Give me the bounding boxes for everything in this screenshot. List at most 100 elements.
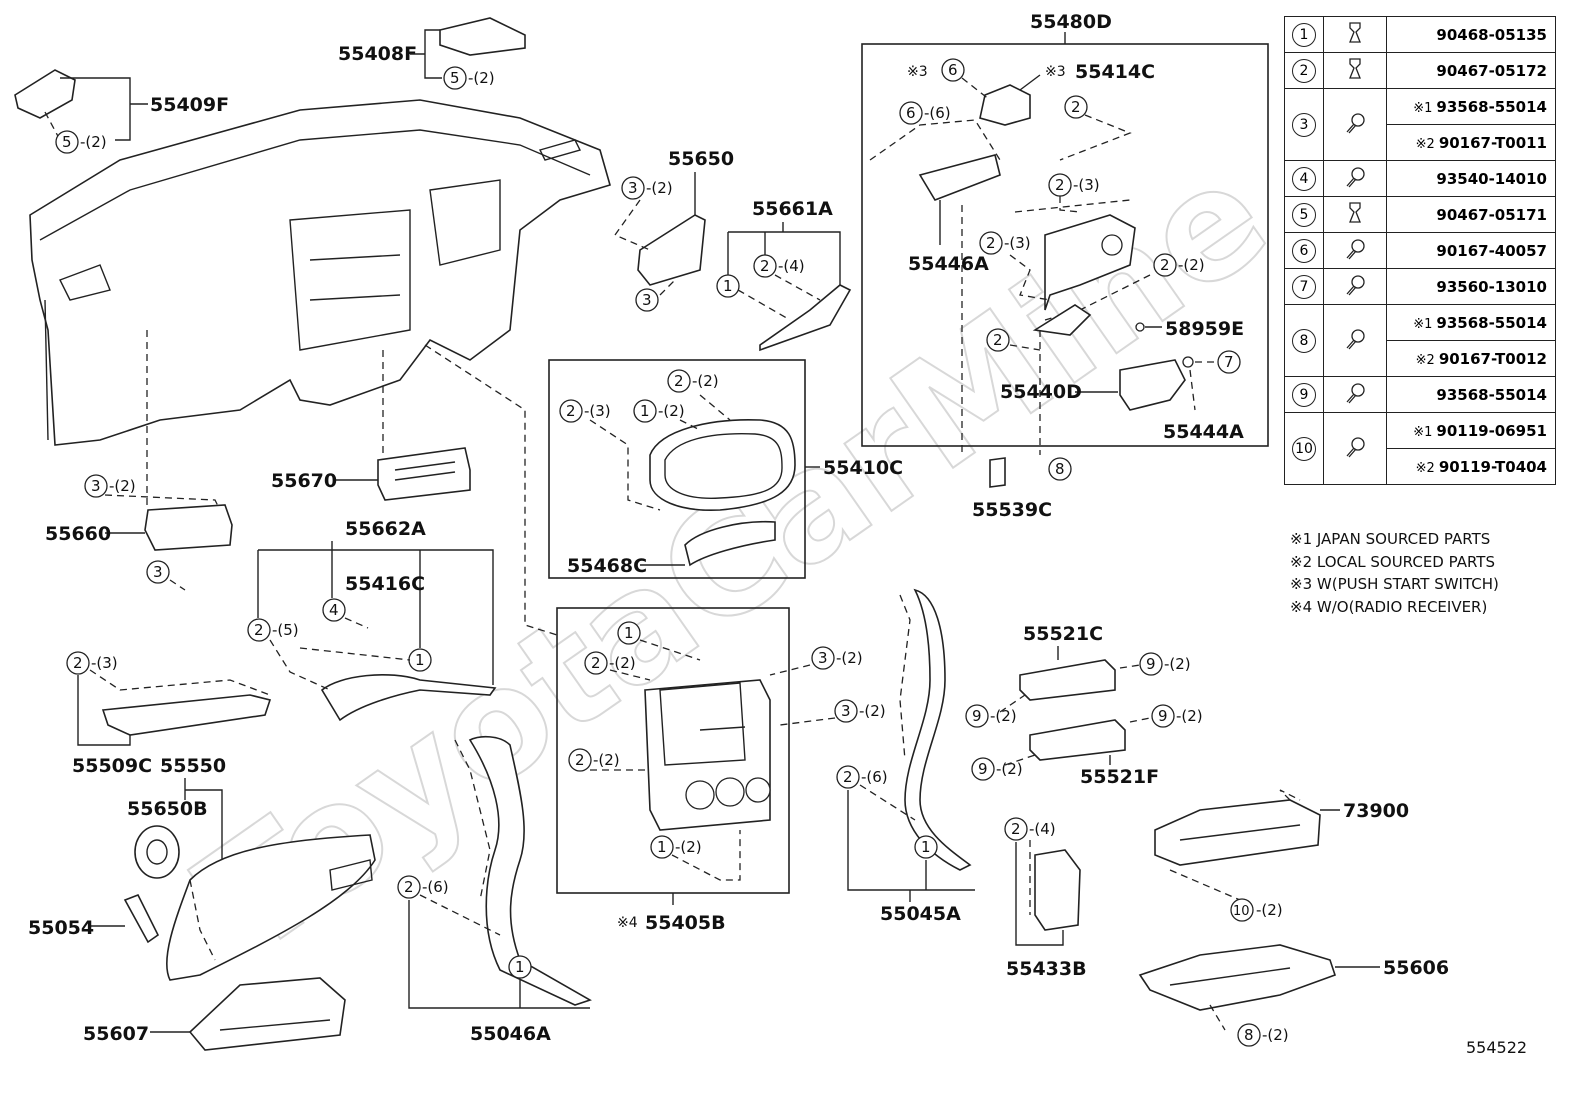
legend-part-number: 90167-40057 — [1386, 232, 1556, 269]
svg-text:2: 2 — [760, 257, 770, 275]
svg-text:-(2): -(2) — [836, 649, 863, 667]
part-number-text: 93568-55014 — [1436, 97, 1547, 116]
label-55480D: 55480D — [1030, 11, 1112, 33]
part-number-text: 93568-55014 — [1436, 313, 1547, 332]
screw-icon — [1346, 274, 1365, 295]
svg-text:2: 2 — [674, 372, 684, 390]
svg-text:6: 6 — [948, 61, 958, 79]
svg-text:-(4): -(4) — [778, 257, 805, 275]
legend-number: 5 — [1284, 196, 1324, 233]
legend-row: 1 90468-05135 — [1284, 16, 1556, 53]
svg-text:2: 2 — [73, 654, 83, 672]
legend-number-circle: 2 — [1292, 58, 1316, 83]
svg-text:7: 7 — [1224, 353, 1234, 371]
label-55662A: 55662A — [345, 518, 426, 540]
legend-number-circle: 1 — [1292, 22, 1316, 47]
svg-text:1: 1 — [723, 277, 733, 295]
part-number-text: 90468-05135 — [1436, 25, 1547, 44]
svg-text:2: 2 — [1071, 98, 1081, 116]
svg-text:1: 1 — [624, 624, 634, 642]
label-55521C: 55521C — [1023, 623, 1103, 645]
screw-icon — [1346, 436, 1365, 457]
legend-part-number: 93560-13010 — [1386, 268, 1556, 305]
fastener-icon — [1323, 268, 1387, 305]
svg-text:-(2): -(2) — [996, 760, 1023, 778]
svg-text:-(2): -(2) — [1176, 707, 1203, 725]
svg-text:8: 8 — [1244, 1026, 1254, 1044]
svg-text:2: 2 — [1011, 820, 1021, 838]
footnotes: ※1 JAPAN SOURCED PARTS ※2 LOCAL SOURCED … — [1290, 528, 1499, 618]
svg-text:※3: ※3 — [1045, 64, 1066, 80]
note-push-start: ※3 W(PUSH START SWITCH) — [1290, 575, 1499, 593]
legend-number-circle: 5 — [1292, 202, 1316, 227]
svg-text:-(6): -(6) — [861, 768, 888, 786]
part-number-text: 90467-05172 — [1436, 61, 1547, 80]
label-55539C: 55539C — [972, 499, 1052, 521]
svg-text:-(6): -(6) — [422, 878, 449, 896]
label-55046A: 55046A — [470, 1023, 551, 1045]
svg-text:-(2): -(2) — [990, 707, 1017, 725]
label-55468C: 55468C — [567, 555, 647, 577]
legend-number: 6 — [1284, 232, 1324, 269]
svg-text:-(3): -(3) — [1004, 234, 1031, 252]
legend-part-number: 90467-05172 — [1386, 52, 1556, 89]
legend-number: 1 — [1284, 16, 1324, 53]
screw-icon — [1346, 382, 1365, 403]
note-local-sourced: ※2 LOCAL SOURCED PARTS — [1290, 552, 1495, 571]
source-mark: ※1 — [1413, 424, 1433, 440]
label-55650: 55650 — [668, 148, 734, 170]
svg-text:-(2): -(2) — [109, 477, 136, 495]
label-55661A: 55661A — [752, 198, 833, 220]
svg-text:※4: ※4 — [617, 915, 638, 931]
svg-text:3: 3 — [91, 477, 101, 495]
svg-text:9: 9 — [978, 760, 988, 778]
svg-text:-(2): -(2) — [80, 133, 107, 151]
svg-text:-(2): -(2) — [692, 372, 719, 390]
part-number-text: 93568-55014 — [1436, 385, 1547, 404]
svg-text:2: 2 — [254, 621, 264, 639]
note-radio-receiver: ※4 W/O(RADIO RECEIVER) — [1290, 597, 1488, 616]
part-number-text: 93560-13010 — [1436, 277, 1547, 296]
screw-icon — [1346, 328, 1365, 349]
svg-text:3: 3 — [642, 291, 652, 309]
label-55509C: 55509C — [72, 755, 152, 777]
svg-text:2: 2 — [591, 654, 601, 672]
part-number-text: 90467-05171 — [1436, 205, 1547, 224]
svg-text:10: 10 — [1233, 904, 1250, 919]
svg-text:2: 2 — [986, 234, 996, 252]
svg-text:-(2): -(2) — [468, 69, 495, 87]
svg-text:-(2): -(2) — [859, 702, 886, 720]
screw-icon — [1346, 238, 1365, 259]
label-55409F: 55409F — [150, 94, 229, 116]
label-73900: 73900 — [1343, 800, 1409, 822]
legend-number: 3 — [1284, 88, 1324, 161]
label-55650B: 55650B — [127, 798, 208, 820]
legend-number-circle: 4 — [1292, 166, 1316, 191]
svg-text:-(2): -(2) — [1256, 901, 1283, 919]
svg-text:1: 1 — [921, 838, 931, 856]
label-55607: 55607 — [83, 1023, 149, 1045]
screw-icon — [1346, 166, 1365, 187]
svg-text:1: 1 — [640, 402, 650, 420]
svg-text:8: 8 — [1055, 460, 1065, 478]
source-mark: ※1 — [1413, 100, 1433, 116]
svg-text:4: 4 — [329, 601, 339, 619]
label-55521F: 55521F — [1080, 766, 1159, 788]
svg-text:9: 9 — [1146, 655, 1156, 673]
fastener-icon — [1323, 52, 1387, 89]
legend-row: 6 90167-40057 — [1284, 232, 1556, 269]
fastener-icon — [1323, 88, 1387, 161]
legend-part-number: 90467-05171 — [1386, 196, 1556, 233]
svg-text:5: 5 — [450, 69, 460, 87]
label-55550: 55550 — [160, 755, 226, 777]
label-55416C: 55416C — [345, 573, 425, 595]
source-mark: ※1 — [1413, 316, 1433, 332]
label-55414C: 55414C — [1075, 61, 1155, 83]
part-number-text: 90167-T0011 — [1438, 133, 1547, 152]
